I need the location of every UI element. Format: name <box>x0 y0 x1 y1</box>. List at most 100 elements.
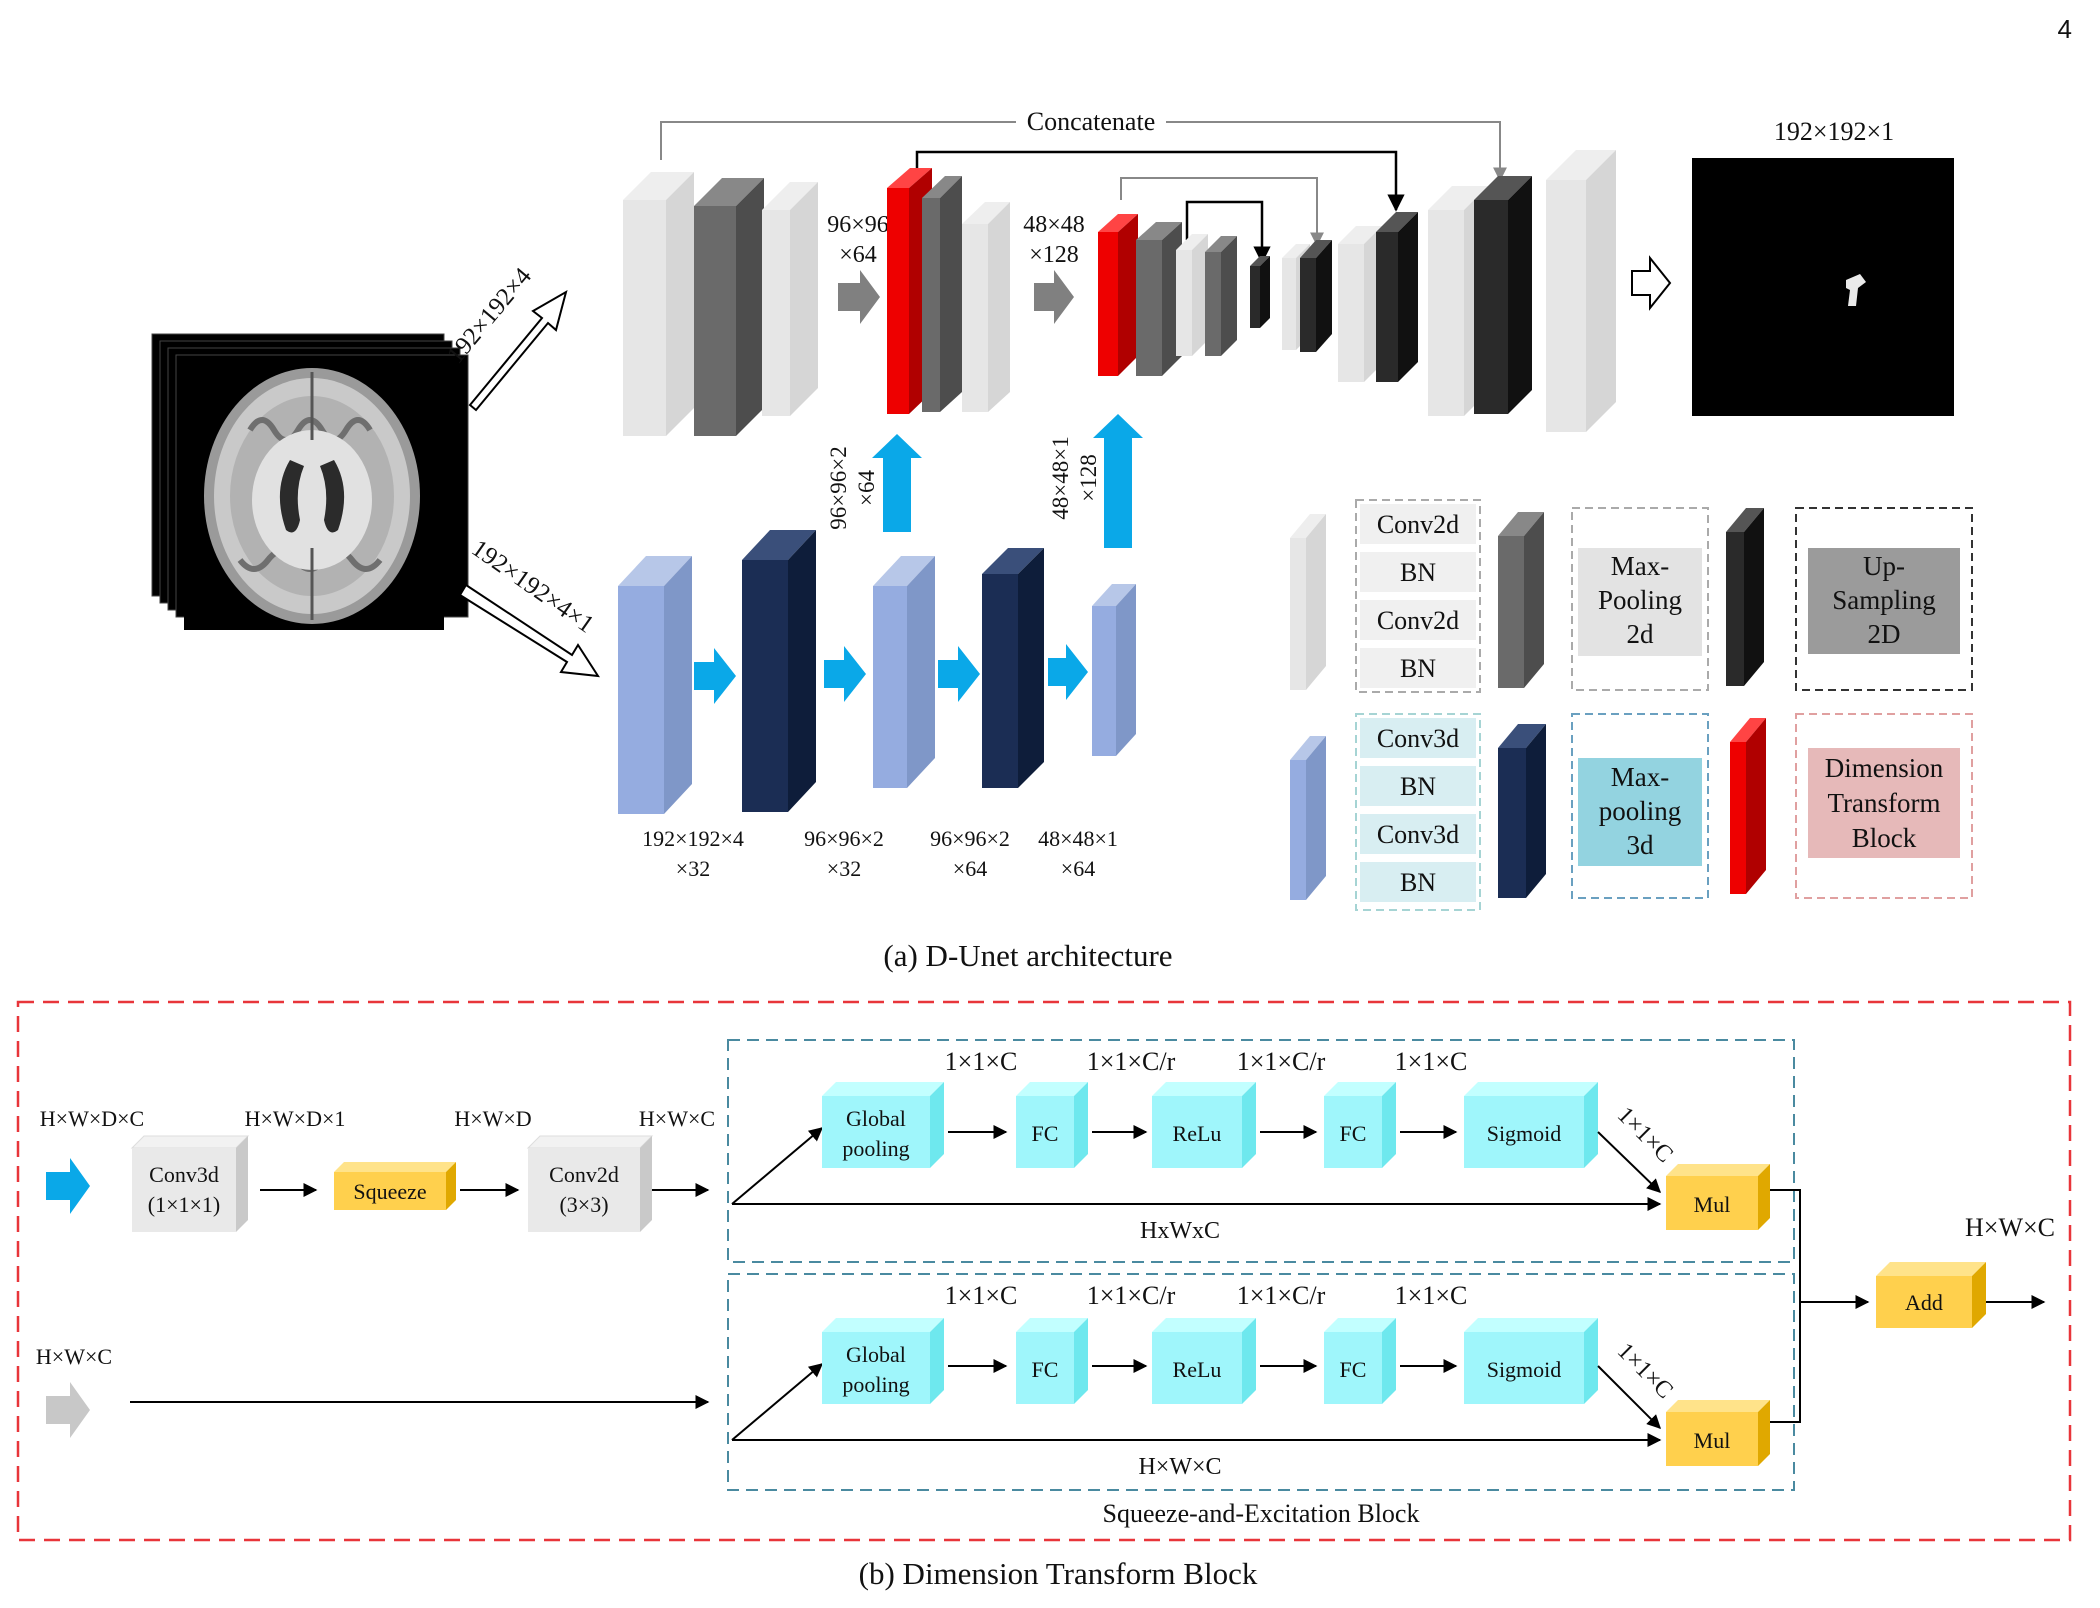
dim-label: 1×1×C <box>945 1281 1018 1310</box>
conv2d-layer <box>1136 222 1182 376</box>
legend-maxpool3d-swatch <box>1498 724 1546 898</box>
global-pooling-box: Global pooling <box>822 1082 944 1168</box>
skip-dim-label: HxWxC <box>1140 1218 1220 1244</box>
enc3d-size-2-line2: ×32 <box>827 856 861 881</box>
enc3d-size-3-line1: 96×96×2 <box>930 826 1010 851</box>
relu-label: ReLu <box>1173 1121 1222 1146</box>
fc-label: FC <box>1340 1121 1367 1146</box>
input-3d-label: 192×192×4×1 <box>467 535 599 639</box>
input-3d-arrow-icon <box>46 1158 90 1214</box>
dim-label: 1×1×C/r <box>1087 1047 1176 1076</box>
enc3d-size-4-line1: 48×48×1 <box>1038 826 1118 851</box>
output-size-label: 192×192×1 <box>1774 117 1894 146</box>
se-row-2: H×W×C Global pooling 1×1×C FC 1×1×C/r <box>731 1281 1770 1480</box>
dim-label: 1×1×C <box>1395 1047 1468 1076</box>
flow-arrow <box>731 1363 824 1441</box>
legend-maxpool3d-line3: 3d <box>1627 830 1655 860</box>
conv2d-label: Conv2d <box>549 1162 619 1187</box>
legend-maxpool3d: Max- pooling 3d <box>1571 713 1709 899</box>
enc2d-size-a-line1: 96×96 <box>827 212 889 238</box>
legend-upsampling: Up- Sampling 2D <box>1795 507 1973 691</box>
enc2d-size-a-line2: ×64 <box>839 242 877 268</box>
merge-connector <box>1770 1189 1801 1423</box>
conv2d-layer <box>922 176 962 412</box>
legend-conv3d-label: Conv3d <box>1377 820 1459 849</box>
output-arrow <box>1631 255 1672 311</box>
legend-dtb-line2: Transform <box>1827 788 1940 818</box>
dtb-outer-frame <box>16 1000 2072 1542</box>
legend-dtb-line3: Block <box>1852 823 1917 853</box>
se-block-frame <box>727 1039 1795 1263</box>
enc2d-size-b-line2: ×128 <box>1029 242 1079 268</box>
se-block-label: Squeeze-and-Excitation Block <box>1103 1499 1420 1528</box>
enc3d-size-1-line2: ×32 <box>676 856 710 881</box>
maxpool3d-layer <box>982 548 1044 788</box>
legend-maxpool2d-swatch <box>1498 512 1544 688</box>
squeeze-box: Squeeze <box>334 1162 456 1210</box>
dim-label-diag: 1×1×C <box>1612 1338 1678 1404</box>
label-after-conv2d: H×W×C <box>639 1106 715 1131</box>
forward-arrow <box>1048 644 1088 700</box>
relu-box: ReLu <box>1152 1318 1256 1404</box>
conv2d-layer <box>623 172 694 436</box>
dim-label: 1×1×C <box>945 1047 1018 1076</box>
dtb-layer <box>1098 214 1138 376</box>
legend-conv2d-label: Conv2d <box>1377 606 1459 635</box>
dim-label: 1×1×C/r <box>1237 1047 1326 1076</box>
legend-maxpool2d-line1: Max- <box>1611 551 1669 581</box>
maxpool2d-layer <box>1205 236 1237 356</box>
dtb-up-size-a-line1: 96×96×2 <box>826 446 851 529</box>
label-after-conv3d: H×W×D×1 <box>245 1106 346 1131</box>
legend-upsampling-line2: Sampling <box>1832 585 1936 615</box>
forward-arrow <box>838 270 880 324</box>
mul-label: Mul <box>1694 1428 1731 1453</box>
dim-label: 1×1×C/r <box>1237 1281 1326 1310</box>
legend-maxpool2d-line3: 2d <box>1627 619 1655 649</box>
enc3d-size-4-line2: ×64 <box>1061 856 1095 881</box>
conv2d-layer <box>1176 234 1208 356</box>
conv2d-kernel-label: (3×3) <box>559 1192 608 1217</box>
legend: Conv2d BN Conv2d BN Max- Pooling 2d <box>1290 499 1973 911</box>
fc-box: FC <box>1016 1318 1088 1404</box>
relu-label: ReLu <box>1173 1357 1222 1382</box>
legend-upsampling-line1: Up- <box>1863 551 1905 581</box>
enc3d-size-2-line1: 96×96×2 <box>804 826 884 851</box>
input-2d-arrow-icon <box>46 1382 90 1438</box>
dtb-up-size-a-line2: ×64 <box>854 470 879 506</box>
upsampling-layer <box>1300 240 1332 352</box>
conv3d-box: Conv3d (1×1×1) <box>130 1135 250 1232</box>
global-pooling-label-2: pooling <box>842 1136 909 1161</box>
maxpool2d-layer <box>694 178 764 436</box>
legend-maxpool3d-line2: pooling <box>1599 796 1682 826</box>
legend-dtb: Dimension Transform Block <box>1795 713 1973 899</box>
enc3d-size-1-line1: 192×192×4 <box>642 826 744 851</box>
upsampling-layer <box>1474 176 1532 414</box>
dim-label: 1×1×C/r <box>1087 1281 1176 1310</box>
forward-arrow <box>824 646 866 702</box>
dtb-up-arrow <box>872 434 922 532</box>
legend-conv3d-block: Conv3d BN Conv3d BN <box>1355 713 1481 911</box>
legend-conv2d-block: Conv2d BN Conv2d BN <box>1355 499 1481 693</box>
concat-label: Concatenate <box>1027 107 1156 136</box>
conv3d-layer <box>1092 584 1136 756</box>
add-label: Add <box>1905 1290 1943 1315</box>
global-pooling-label: Global <box>846 1106 906 1131</box>
mri-input-stack <box>151 333 469 630</box>
conv3d-layer <box>873 556 935 788</box>
enc3d-size-3-line2: ×64 <box>953 856 987 881</box>
dunet-architecture: 192×192×4 192×192×4×1 Concatenate <box>151 106 1973 973</box>
sigmoid-box: Sigmoid <box>1464 1318 1598 1404</box>
dtb-up-size-b-line1: 48×48×1 <box>1048 436 1073 519</box>
brain-mri-image <box>204 368 420 624</box>
se-row-1: HxWxC Global pooling 1×1×C FC 1×1×C/r <box>731 1047 1770 1244</box>
conv2d-layer <box>762 182 818 416</box>
legend-maxpool2d-line2: Pooling <box>1598 585 1682 615</box>
segmentation-output <box>1692 158 1954 416</box>
maxpool3d-layer <box>742 530 816 812</box>
legend-maxpool3d-line1: Max- <box>1611 762 1669 792</box>
conv2d-layer <box>1546 150 1616 432</box>
flow-arrow <box>1597 1365 1661 1429</box>
global-pooling-box: Global pooling <box>822 1318 944 1404</box>
conv3d-layer <box>618 556 692 814</box>
